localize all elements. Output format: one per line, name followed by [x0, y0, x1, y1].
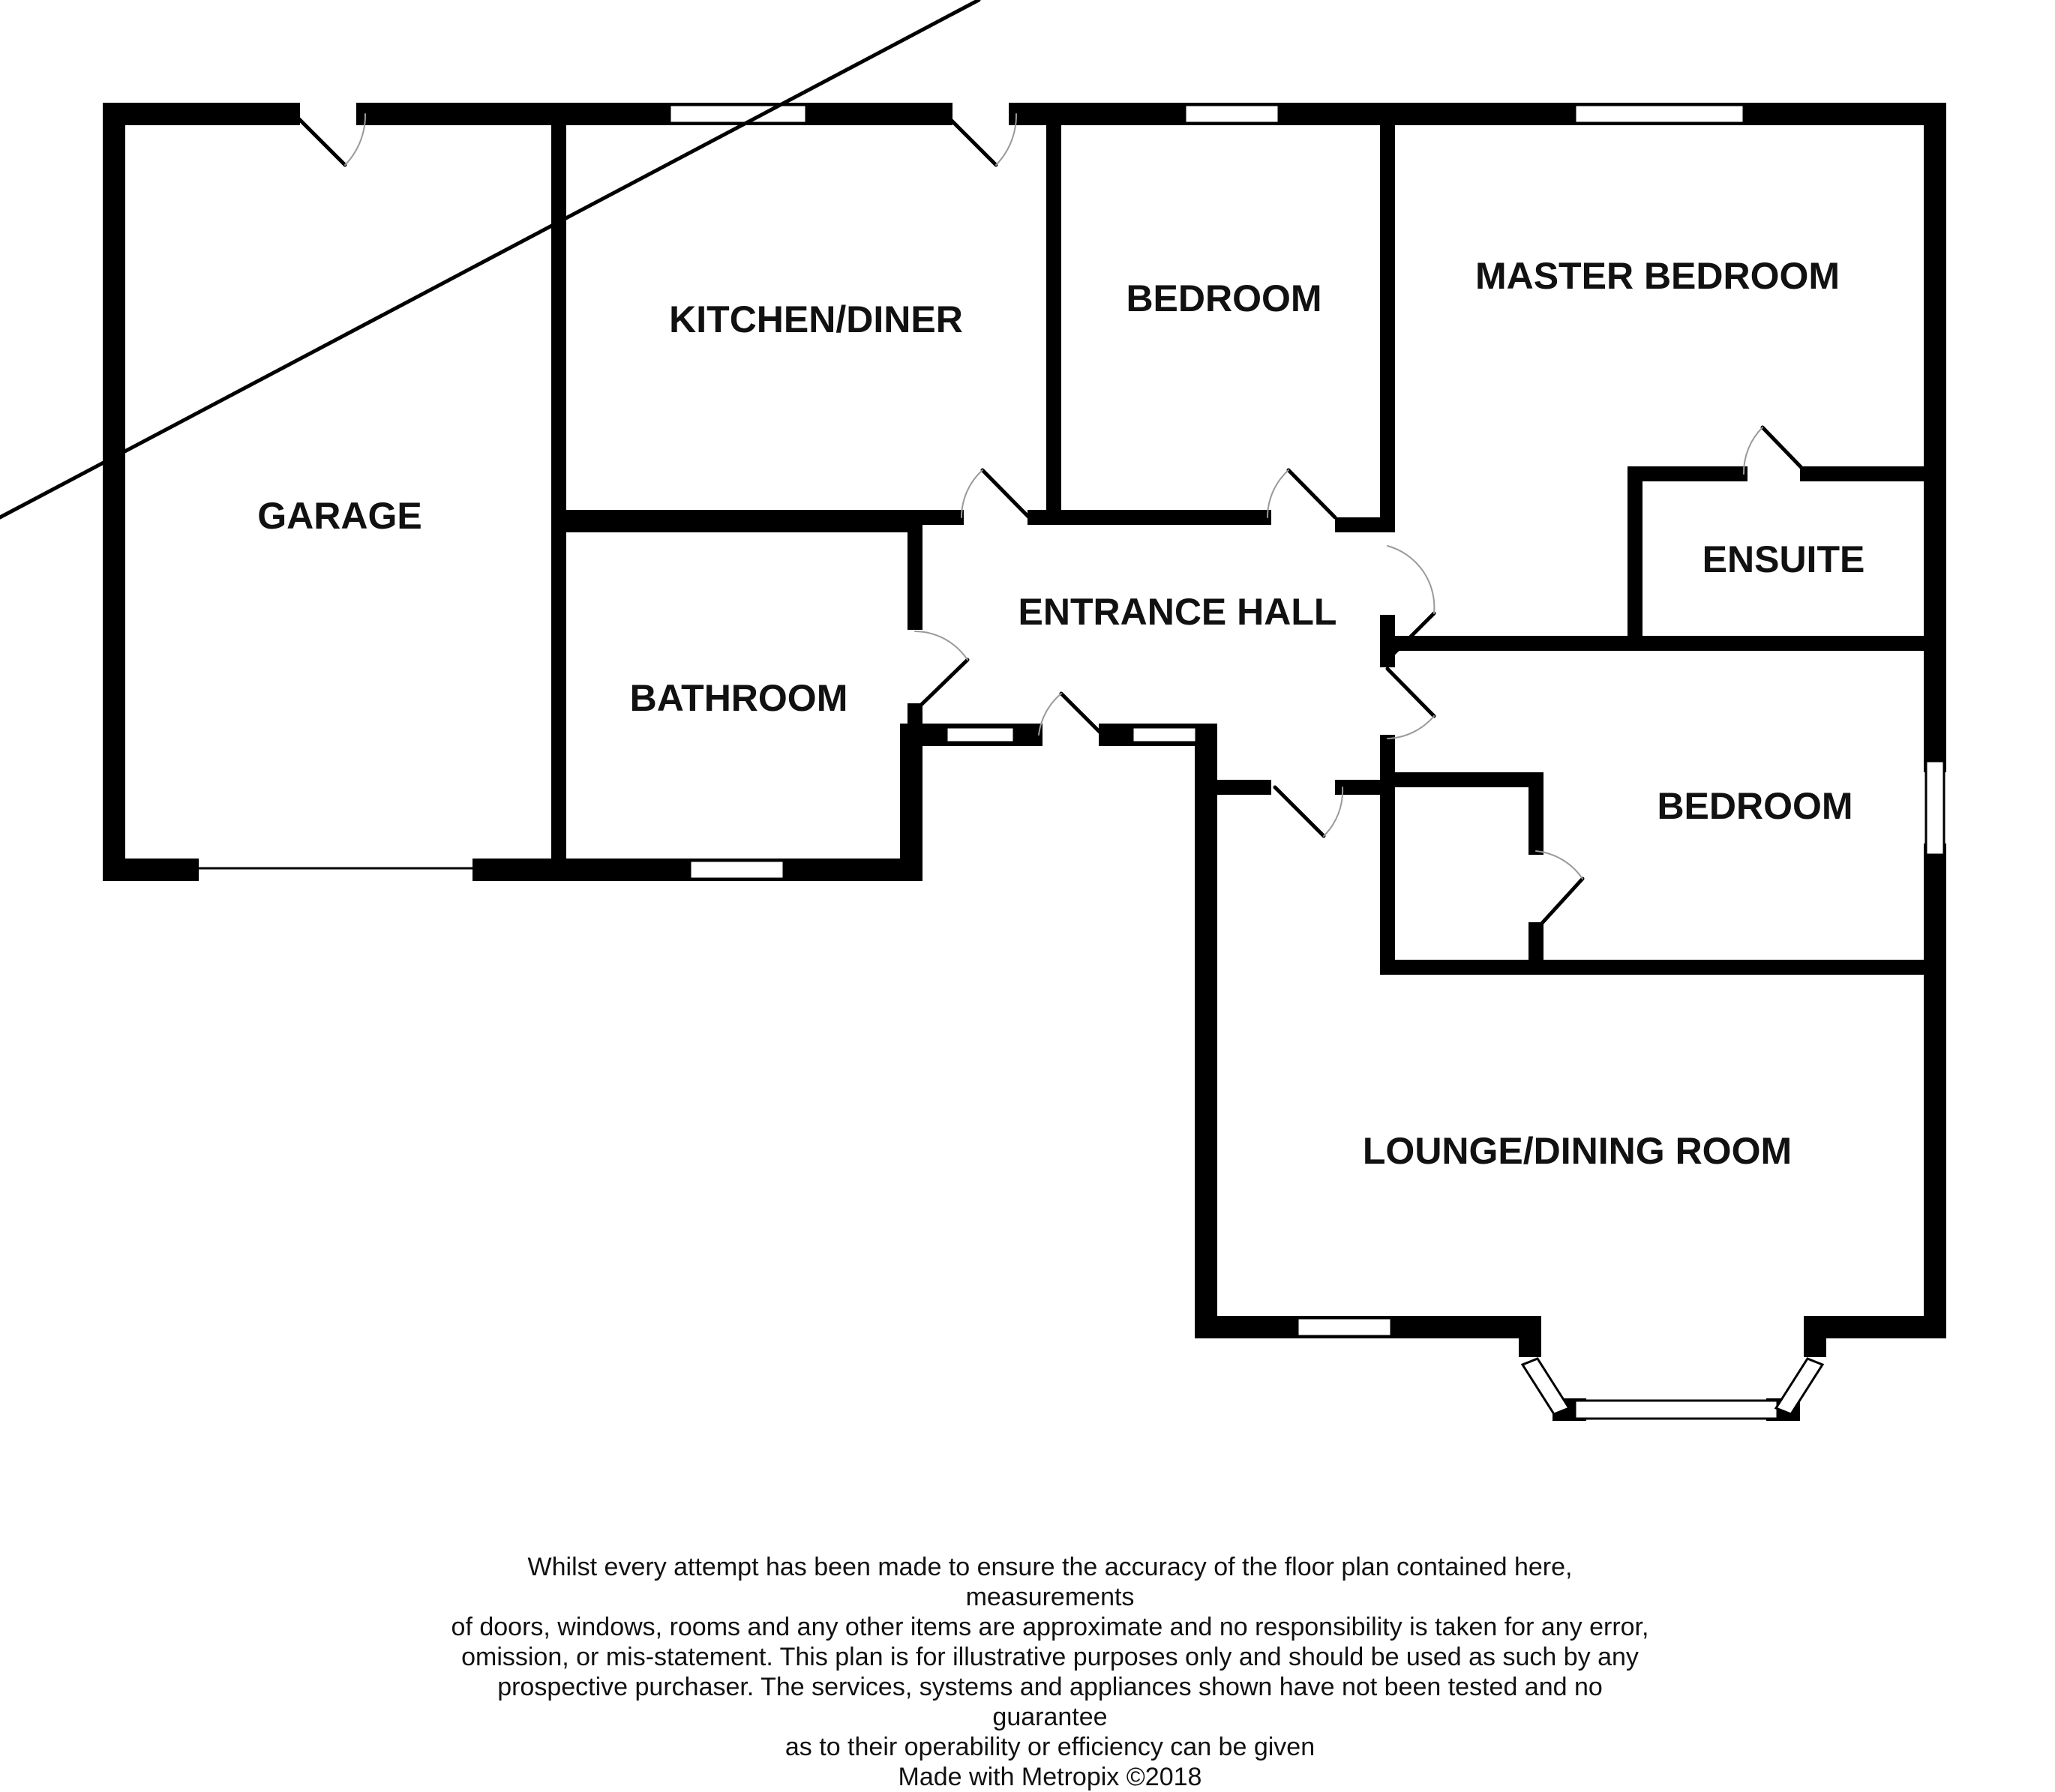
label-ensuite: ENSUITE [1702, 538, 1865, 580]
label-bedroom-side: BEDROOM [1657, 785, 1852, 827]
door-lounge [1273, 785, 1344, 838]
door-front [1038, 691, 1108, 741]
window-lounge [1296, 1317, 1393, 1338]
window-bedroom-front [1184, 103, 1280, 124]
disclaimer: Whilst every attempt has been made to en… [450, 1552, 1650, 1792]
window-bedroom-side [1924, 760, 1946, 856]
interior-walls [551, 106, 1942, 975]
bay-side-windows [1520, 1357, 1825, 1416]
disclaimer-line: as to their operability or efficiency ca… [784, 1733, 1316, 1761]
label-entrance-hall: ENTRANCE HALL [1018, 591, 1337, 633]
window-hall-left [945, 726, 1016, 744]
door-kitchen-back [943, 112, 1018, 167]
label-garage: GARAGE [257, 495, 422, 537]
room-labels: GARAGE KITCHEN/DINER BEDROOM MASTER BEDR… [257, 255, 1864, 1172]
windows [668, 103, 1946, 1420]
door-ensuite [1742, 425, 1810, 476]
label-lounge-dining: LOUNGE/DINING ROOM [1363, 1130, 1792, 1172]
disclaimer-line: omission, or mis-statement. This plan is… [461, 1643, 1639, 1671]
door-kitchen-hall [0, 0, 1031, 520]
window-hall-right [1131, 726, 1198, 744]
disclaimer-line: Whilst every attempt has been made to en… [527, 1553, 1573, 1611]
door-bathroom [913, 631, 970, 713]
window-bay-front [1574, 1399, 1779, 1420]
window-master [1574, 103, 1745, 124]
door-cupboard [1534, 850, 1585, 932]
disclaimer-line: of doors, windows, rooms and any other i… [451, 1613, 1649, 1641]
floor-plan: GARAGE KITCHEN/DINER BEDROOM MASTER BEDR… [0, 0, 1946, 1421]
door-bedroom-side [1385, 667, 1436, 739]
door-bedroom-hall [1267, 468, 1337, 520]
disclaimer-credit: Made with Metropix ©2018 [898, 1763, 1202, 1791]
label-bathroom: BATHROOM [630, 677, 848, 719]
window-kitchen [668, 103, 808, 124]
label-bedroom-front: BEDROOM [1126, 277, 1322, 319]
door-garage [292, 112, 367, 167]
window-bathroom [688, 859, 785, 880]
label-kitchen-diner: KITCHEN/DINER [669, 298, 963, 340]
doors [0, 0, 1810, 932]
disclaimer-line: prospective purchaser. The services, sys… [497, 1673, 1603, 1731]
door-master [1385, 545, 1436, 662]
label-master-bedroom: MASTER BEDROOM [1475, 255, 1840, 297]
walls [103, 103, 1946, 1421]
